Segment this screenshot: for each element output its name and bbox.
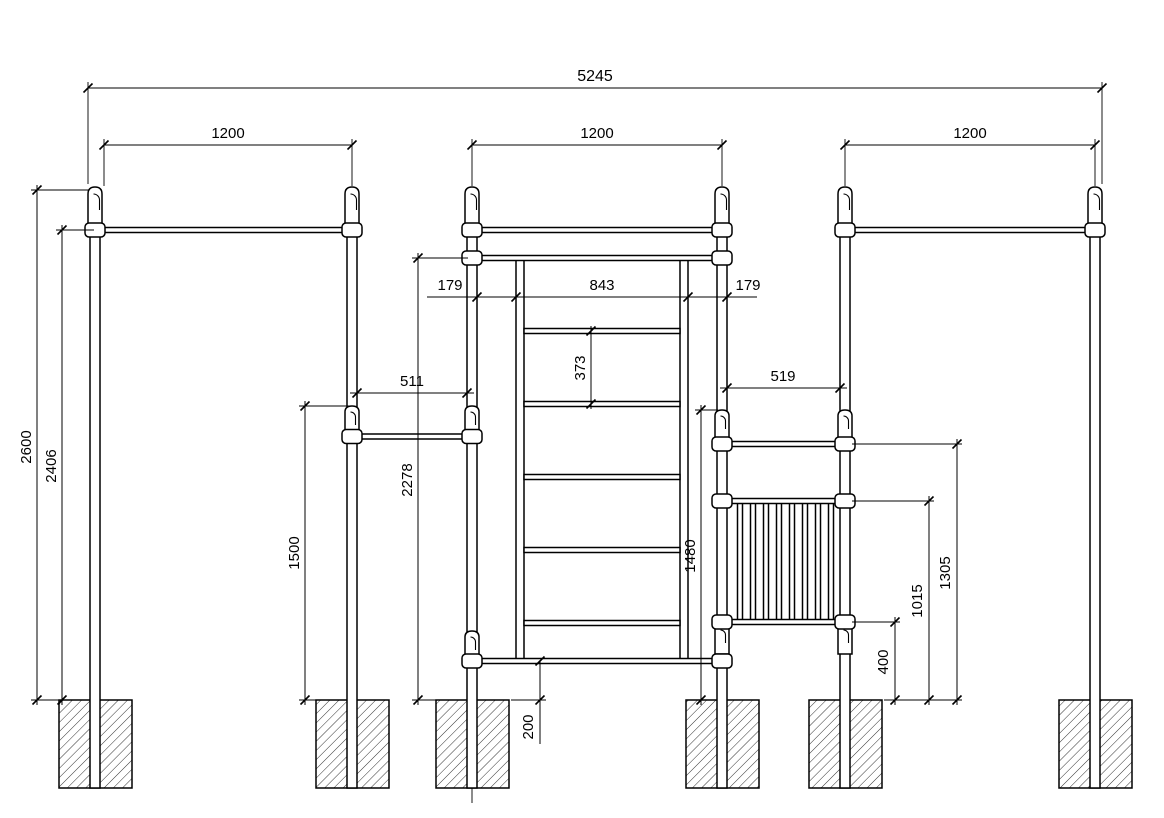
bar-clamp (461, 428, 483, 445)
step-rung (801, 502, 809, 621)
ladder-rung (523, 473, 681, 481)
bar-clamp (461, 653, 483, 669)
post (716, 194, 728, 789)
step-rung (749, 502, 757, 621)
bar-hook-cap (714, 409, 730, 441)
bar-clamp (711, 250, 733, 266)
ladder-rail (515, 259, 525, 660)
high-bar-right (844, 226, 1096, 234)
step-upper-rail (721, 497, 846, 505)
post (1089, 194, 1101, 789)
dim-middle-bay-width: 1200 (580, 125, 613, 142)
vertical-ladder (515, 259, 689, 660)
bar-clamp (1084, 222, 1106, 238)
step-rung (788, 502, 796, 621)
bar-hook-cap (837, 186, 853, 228)
dim-high-bar-height: 2406 (43, 449, 60, 482)
step-rung (775, 502, 783, 621)
dim-right-bay-width: 1200 (953, 125, 986, 142)
step-lower-rail (721, 618, 846, 626)
post (839, 194, 851, 789)
high-bar-middle (471, 226, 723, 234)
dimension-lines (31, 82, 1108, 744)
dim-step-upper-rail-height: 1015 (909, 584, 926, 617)
dim-step-top-bar-height: 1305 (937, 556, 954, 589)
bar-clamp (461, 222, 483, 238)
dim-overall-width: 5245 (577, 68, 613, 85)
step-rung (814, 502, 822, 621)
bar-clamp (341, 222, 363, 238)
foundations (58, 699, 1133, 789)
bar-hook-cap (344, 186, 360, 228)
bar-hook-cap (714, 186, 730, 228)
bar-hook-cap (87, 186, 103, 228)
dim-left-bay-width: 1200 (211, 125, 244, 142)
ladder-rung (523, 327, 681, 335)
step-rung (827, 502, 835, 621)
ladder-bottom-bar (476, 657, 718, 665)
dim-step-hook-height: 1480 (682, 539, 699, 572)
dim-low-bar-span: 511 (400, 373, 424, 390)
step-rung (762, 502, 770, 621)
post (346, 194, 358, 789)
ladder-top-bar (471, 254, 723, 262)
bar-clamp (711, 493, 733, 509)
bar-clamp (711, 653, 733, 669)
low-bar (351, 433, 473, 440)
bar-clamp (711, 436, 733, 452)
high-bar-left (94, 226, 353, 234)
bar-clamp (711, 614, 733, 630)
dim-rung-spacing: 373 (572, 355, 589, 380)
step-top-bar (721, 440, 846, 448)
bar-hook-cap (837, 409, 853, 441)
post (89, 194, 101, 789)
bar-hook-cap (1087, 186, 1103, 228)
dim-bottom-rung-clearance: 200 (520, 714, 537, 739)
bar-hook-cap (464, 186, 480, 228)
dim-ladder-top-height: 2278 (399, 463, 416, 496)
ladder-rung (523, 546, 681, 554)
step-rung (736, 502, 744, 621)
extension-lines (31, 82, 1103, 701)
dim-step-lower-rail-height: 400 (875, 649, 892, 674)
dimension-labels: 5245 1200 1200 1200 179 843 179 511 519 … (18, 68, 987, 740)
bar-clamp (711, 222, 733, 238)
step-ladder (736, 502, 835, 621)
dim-post-height: 2600 (18, 430, 35, 463)
ladder-rail (679, 259, 689, 660)
post (466, 194, 478, 789)
bar-clamp (341, 428, 363, 445)
dim-ladder-inner-width: 843 (589, 277, 614, 294)
dim-step-ladder-span: 519 (770, 368, 795, 385)
dim-ladder-offset-left: 179 (437, 277, 462, 294)
dim-low-bar-height: 1500 (286, 536, 303, 569)
dim-ladder-offset-right: 179 (735, 277, 760, 294)
ladder-rung (523, 400, 681, 408)
bar-clamp (834, 222, 856, 238)
ladder-rung (523, 619, 681, 627)
